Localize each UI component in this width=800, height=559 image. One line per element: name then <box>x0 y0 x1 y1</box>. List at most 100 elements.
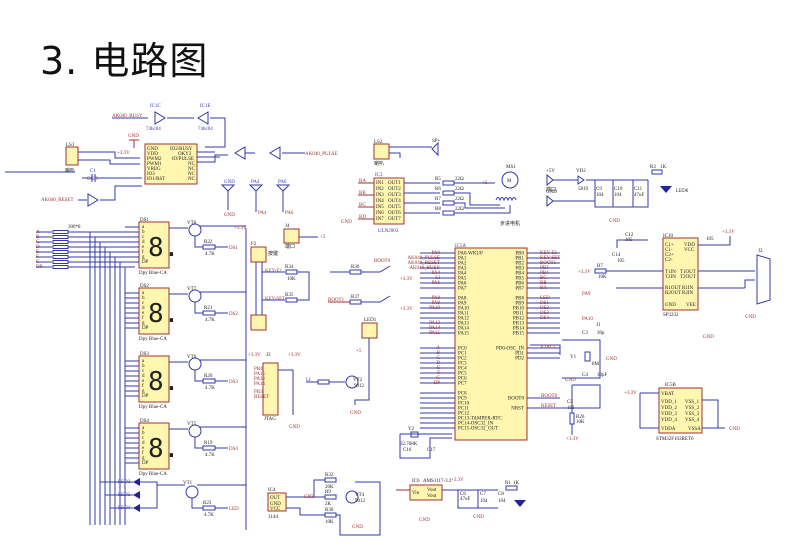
ground-label: GND <box>304 495 315 500</box>
pin-label: IN2 <box>376 187 384 192</box>
pin-label: f <box>142 451 144 456</box>
ldo-section: IC6 AMS1117-3.3 Vin Vout Vout +3.3V C6 4… <box>396 478 526 523</box>
pin-label: OUT2 <box>388 187 401 192</box>
resistor <box>285 269 298 275</box>
pin-label: PB1 <box>515 257 524 262</box>
wire <box>140 481 158 509</box>
motor-icon <box>501 171 519 189</box>
pin-label: VEE <box>686 303 696 308</box>
inverter-icon <box>197 111 209 125</box>
supply-label: +3.3V <box>451 478 464 483</box>
pin-label: PA1 <box>458 257 467 262</box>
port-label: PA4 <box>251 180 260 185</box>
digit-part: Dpy Blue-CA <box>139 405 167 410</box>
net-label: PB3 <box>540 266 549 271</box>
pin-label: VSS_4 <box>685 418 700 423</box>
transistor-ref: VT6 <box>187 355 197 360</box>
pin-label: VSSA <box>688 427 701 432</box>
cap-value: 30pF <box>597 373 608 378</box>
chip-part: 3144 <box>268 515 279 520</box>
pin-label: PA14 <box>458 327 469 332</box>
pin-label: a <box>142 426 145 431</box>
cap-value: 104 <box>480 499 488 504</box>
net-label: PA8 <box>432 296 441 301</box>
pin-label: PB0 <box>515 252 524 257</box>
pin-label: C2- <box>665 258 673 263</box>
wire <box>286 507 325 516</box>
resistor-ref: R1 <box>505 481 511 486</box>
pin-label: R1IN <box>682 286 694 291</box>
pin-label: PC8 <box>458 392 467 397</box>
switch-label: 按键 <box>268 250 278 257</box>
chip-ic2-pins: GND VDD PWM2 PWM1 VREG IO3 IO1/RST IO2/B… <box>147 147 196 182</box>
pin-label: g <box>142 456 145 461</box>
switch-lever <box>379 265 391 273</box>
pin-label: a <box>142 225 145 230</box>
digit-ref: DS2 <box>140 284 149 289</box>
inverter-part: 74hc04 <box>198 127 213 132</box>
port-icon <box>220 184 236 192</box>
pin-label: a <box>142 359 145 364</box>
resistor-value: 22Ω <box>455 207 464 212</box>
pin-label: PB3 <box>515 267 524 272</box>
chip-part: STM32F103RET6 <box>656 437 694 442</box>
speaker-ref: LS2 <box>374 140 383 145</box>
resistor-ref: R20 <box>204 374 213 379</box>
pin-label: VDDA <box>661 427 676 432</box>
pin-label: PC13-TAMPER-RTC <box>458 417 502 422</box>
transistor-icon <box>185 485 199 499</box>
cap-ref: C5 <box>567 400 573 405</box>
supply-label: +5 <box>356 349 362 354</box>
chip-ref: IC3 <box>375 173 383 178</box>
jtag-section: +3.3V +3.3V J3 JTAG PB4 PA15 PA13 PA14 P… <box>248 353 301 430</box>
pin-label: PB11 <box>513 312 524 317</box>
switch-ref: J1 <box>596 323 601 328</box>
pin-label: PA10 <box>458 307 469 312</box>
pin-label: VDD <box>147 152 158 157</box>
resistor <box>285 297 298 303</box>
seven-segment-display <box>138 422 170 470</box>
pin-label: e <box>142 446 145 451</box>
resistor <box>324 477 337 483</box>
crystal-value: 8M <box>592 362 600 367</box>
digit-part: Dpy Blue-CA <box>139 337 167 342</box>
pin-label: OUT4 <box>388 199 401 204</box>
net-label: DS1 <box>540 301 549 306</box>
net-label: PA4 <box>432 271 441 276</box>
pin-label: IN4 <box>376 199 384 204</box>
pin-label: e <box>142 245 145 250</box>
pin-label: OUT5 <box>388 205 401 210</box>
net-label: BOOT0 <box>541 394 558 399</box>
wire <box>530 344 561 355</box>
buzzer-ref: LED1 <box>364 318 377 323</box>
pin-label: PC15-OSC32_OUT <box>458 427 498 432</box>
buzzer-section: LED1 +5 LI VT2 9012 GND <box>306 318 378 416</box>
port-gnd: GND GND <box>220 180 236 218</box>
pin-label: IN7 <box>376 217 384 222</box>
resistor <box>202 244 216 250</box>
net-label: E <box>437 366 440 371</box>
transistor-ref: VT5 <box>187 422 197 427</box>
pin-label: d <box>142 240 145 245</box>
pin-label: PA5 <box>458 277 467 282</box>
net-label: PA13 <box>429 321 440 326</box>
resistor <box>202 445 216 451</box>
cap-value: 105 <box>617 259 625 264</box>
resistor-value: 4.7K <box>205 386 215 391</box>
db9-connector-icon <box>756 254 771 305</box>
cap-value: 105 <box>706 237 714 242</box>
connector-j4 <box>283 228 300 244</box>
resistor-ref: R19 <box>204 441 213 446</box>
inverter-part: 74hc04 <box>146 127 161 132</box>
pin-label: VBAT <box>661 392 674 397</box>
pin-label: PWM1 <box>147 162 162 167</box>
port-icon <box>546 194 554 208</box>
pin-label: OUT3 <box>388 193 401 198</box>
pin-label: T2OUT <box>680 275 696 280</box>
resistor <box>651 169 663 175</box>
net-label: DP <box>434 381 441 386</box>
connector-ref: J2 <box>758 249 763 254</box>
net-label: PA0 <box>432 251 441 256</box>
